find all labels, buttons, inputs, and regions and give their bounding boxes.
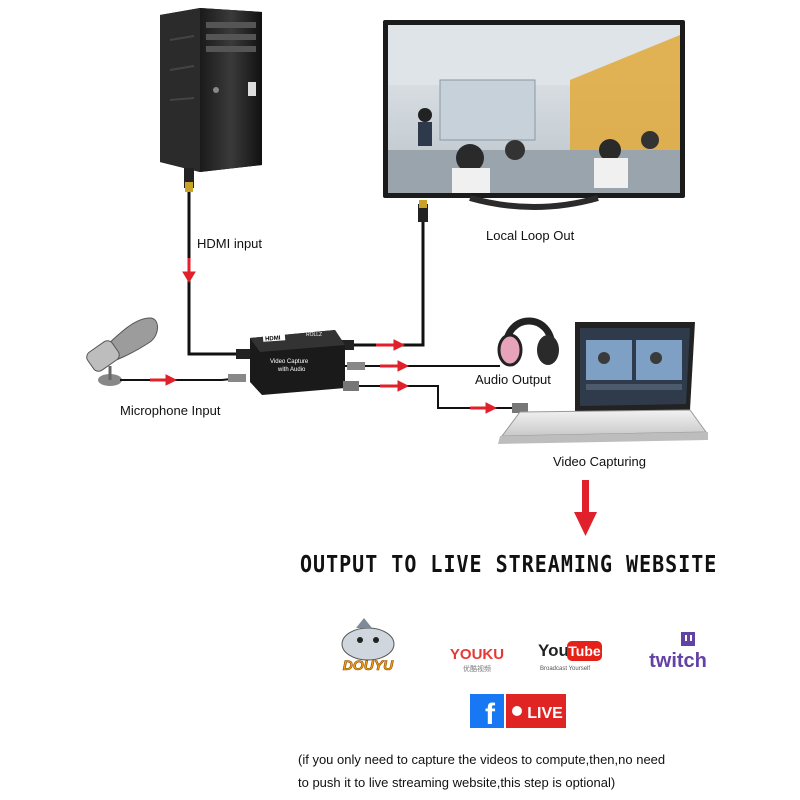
device-label-line2: with Audio: [277, 367, 306, 373]
laptop: [498, 322, 708, 444]
audio-output-label: Audio Output: [475, 372, 551, 387]
live-text: LIVE: [527, 705, 563, 722]
microphone-input-label: Microphone Input: [120, 403, 221, 418]
youku-text: YOUKU: [450, 646, 504, 663]
video-capturing-label: Video Capturing: [553, 454, 646, 469]
device-brand: ROLLZ: [306, 332, 322, 338]
youtube-you-text: You: [538, 641, 569, 660]
down-arrow-icon: [574, 480, 597, 536]
facebook-icon: f: [485, 698, 496, 731]
tv-monitor: [383, 20, 685, 210]
hdmi-input-label: HDMI input: [197, 236, 263, 251]
douyu-logo: DOUYU: [341, 618, 395, 673]
microphone-cable: [120, 377, 241, 381]
device-hdmi-logo: HDMI: [265, 336, 281, 343]
youtube-logo: You Tube Broadcast Yourself: [538, 641, 602, 672]
facebook-live-logo: f LIVE: [470, 694, 566, 731]
twitch-text: twitch: [649, 650, 707, 672]
usb-cable: [350, 385, 520, 409]
microphone: [86, 317, 158, 386]
usb-plug: [343, 381, 359, 391]
optional-note-line2: to push it to live streaming website,thi…: [298, 775, 616, 790]
youku-logo: YOUKU 优酷视频: [450, 646, 504, 673]
youtube-tube-text: Tube: [568, 643, 601, 659]
youku-subtext: 优酷视频: [463, 664, 491, 673]
signal-arrows: [150, 258, 498, 414]
audio-output-plug: [347, 362, 365, 370]
optional-note-line1: (if you only need to capture the videos …: [298, 752, 666, 767]
usb-plug-laptop: [512, 403, 528, 413]
headphones: [497, 317, 559, 367]
pc-tower: [160, 8, 262, 172]
hdmi-loop-cable: [340, 200, 428, 350]
local-loop-out-label: Local Loop Out: [486, 228, 575, 243]
microphone-plug: [228, 374, 246, 382]
device-label-line1: Video Capture: [270, 359, 309, 365]
hdmi-input-cable: [184, 168, 250, 359]
douyu-text: DOUYU: [343, 657, 394, 673]
twitch-logo: twitch: [649, 632, 707, 672]
youtube-subtext: Broadcast Yourself: [540, 666, 590, 672]
capture-device: [250, 330, 345, 395]
streaming-headline: OUTPUT TO LIVE STREAMING WEBSITE: [300, 550, 718, 578]
